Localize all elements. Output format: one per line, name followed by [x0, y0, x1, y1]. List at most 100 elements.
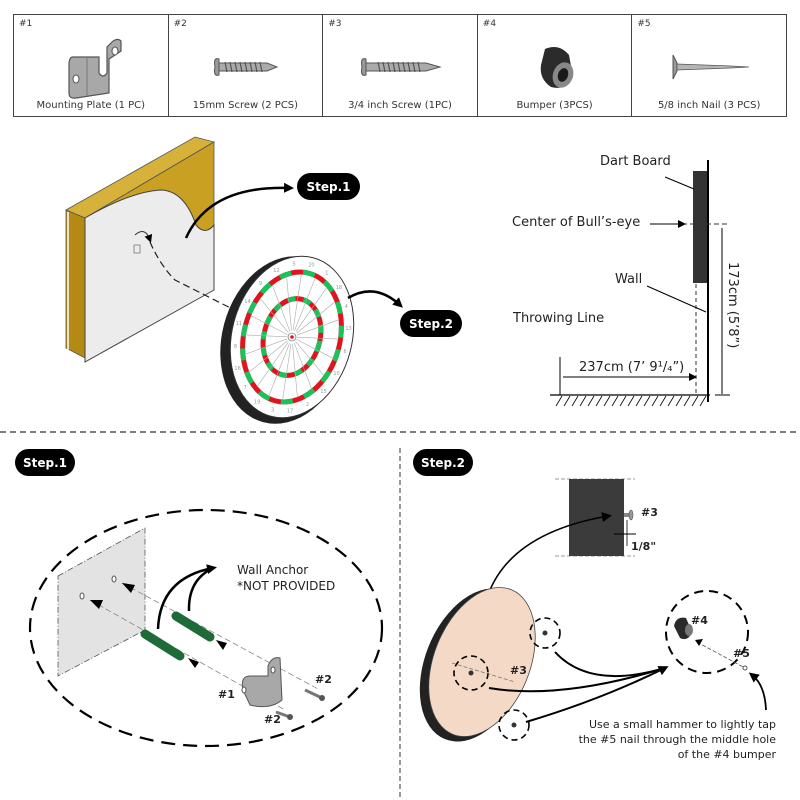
- board-spoke: [268, 343, 290, 397]
- tag-screw-upper: #2: [315, 673, 332, 686]
- part-cell-bumper: #4 Bumper (3PCS): [478, 15, 633, 116]
- part-label: 5/8 inch Nail (3 PCS): [657, 100, 761, 111]
- board-number: 20: [308, 263, 314, 269]
- board-number: 17: [287, 408, 293, 414]
- board-spoke: [286, 276, 292, 331]
- tag-screw-board: #3: [510, 664, 527, 677]
- part-number: #2: [173, 19, 187, 29]
- mounting-plate-icon: [14, 33, 168, 101]
- mount-path-line: [149, 241, 291, 339]
- not-provided-note: *NOT PROVIDED: [237, 579, 336, 593]
- wall-cutaway: [65, 136, 216, 363]
- part-cell-mounting-plate: #1 Mounting Plate (1 PC): [14, 15, 169, 116]
- board-number: 14: [244, 299, 250, 305]
- board-number: 13: [345, 326, 351, 332]
- part-label: 15mm Screw (2 PCS): [192, 100, 299, 111]
- board-number: 6: [344, 349, 347, 355]
- ground-hatch-mark: [651, 395, 659, 407]
- part-number: #4: [482, 19, 497, 29]
- throwing-line-label: Throwing Line: [513, 311, 605, 326]
- ground-hatch-mark: [643, 395, 651, 407]
- board-spoke: [294, 277, 316, 331]
- tag-screw-detail: #3: [641, 506, 658, 519]
- ground-hatch-mark: [659, 395, 667, 407]
- distance-label: 237cm (7’ 9¹/₄”): [579, 360, 685, 375]
- board-number: 7: [243, 385, 246, 391]
- step1-arrow: [184, 182, 294, 239]
- tag-mounting-plate: #1: [218, 688, 235, 701]
- part-label: 3/4 inch Screw (1PC): [348, 100, 452, 111]
- board-number: 8: [234, 344, 237, 350]
- part-label: Mounting Plate (1 PC): [36, 100, 146, 111]
- board-spoke: [256, 342, 289, 387]
- board-number: 12: [273, 268, 279, 274]
- board-number: 1: [325, 271, 328, 277]
- board-spoke: [293, 342, 312, 390]
- board-number: 4: [345, 304, 348, 310]
- ground-hatch-mark: [571, 395, 579, 407]
- ground-hatch-mark: [635, 395, 643, 407]
- ground-hatch-mark: [619, 395, 627, 407]
- board-spoke: [297, 336, 339, 340]
- height-diagram: [550, 160, 730, 407]
- board-spoke: [259, 298, 289, 333]
- part-label: Bumper (3PCS): [516, 100, 593, 111]
- gap-label: 1/8": [631, 540, 657, 553]
- ground-hatch-mark: [683, 395, 691, 407]
- board-spoke: [292, 343, 298, 398]
- board-number: 19: [254, 399, 260, 405]
- board-number: 9: [259, 281, 262, 287]
- wall-label: Wall: [615, 272, 643, 287]
- wall-anchor-label: Wall Anchor: [237, 563, 309, 577]
- ground-hatch-mark: [595, 395, 603, 407]
- screw-icon: [169, 33, 323, 101]
- board-spoke: [248, 340, 288, 373]
- board-spoke: [244, 338, 287, 355]
- board-number: 16: [234, 366, 240, 372]
- board-spoke: [295, 287, 328, 332]
- board-spoke: [272, 284, 291, 332]
- board-spoke: [250, 315, 288, 335]
- step2-arrow: [347, 290, 403, 308]
- part-number: #1: [19, 19, 33, 29]
- long-screw-icon: [323, 33, 477, 101]
- part-number: #5: [637, 19, 651, 29]
- board-spoke: [245, 334, 287, 338]
- ground-hatch-mark: [691, 395, 699, 407]
- step1-detail: [28, 508, 384, 748]
- part-cell-15mm-screw: #2 15mm Screw (2 PCS): [169, 15, 324, 116]
- part-cell-nail: #5 5/8 inch Nail (3 PCS): [632, 15, 786, 116]
- tag-screw-lower: #2: [264, 713, 281, 726]
- height-label: 173cm (5’8”): [725, 262, 740, 349]
- board-spoke: [296, 301, 336, 334]
- board-spoke: [295, 341, 325, 376]
- bullseye-label: Center of Bull’s-eye: [512, 215, 641, 230]
- part-cell-3-4-inch-screw: #3 3/4 inch Screw (1PC): [323, 15, 478, 116]
- step2-section-badge: Step.2: [413, 449, 473, 476]
- dart-board-label: Dart Board: [600, 154, 671, 169]
- board-number: 15: [320, 389, 326, 395]
- step1-badge: Step.1: [297, 173, 360, 200]
- step1-section-badge: Step.1: [15, 449, 75, 476]
- ground-hatch-mark: [667, 395, 675, 407]
- board-number: 11: [236, 321, 242, 327]
- ground-hatch-mark: [563, 395, 571, 407]
- part-number: #3: [328, 19, 342, 29]
- ground-hatch-mark: [555, 395, 563, 407]
- ground-hatch-mark: [699, 395, 707, 407]
- ground-hatch-mark: [627, 395, 635, 407]
- step2-detail: [419, 478, 767, 742]
- tag-nail: #5: [733, 647, 750, 660]
- board-spoke: [297, 319, 340, 336]
- nail-icon: [632, 33, 786, 101]
- ground-hatch-mark: [587, 395, 595, 407]
- board-spoke: [296, 339, 334, 359]
- ground-hatch-mark: [579, 395, 587, 407]
- board-spoke: [282, 343, 292, 400]
- board-number: 2: [306, 402, 309, 408]
- bumper-icon: [478, 33, 632, 101]
- tag-bumper: #4: [691, 614, 708, 627]
- board-spoke: [292, 274, 302, 331]
